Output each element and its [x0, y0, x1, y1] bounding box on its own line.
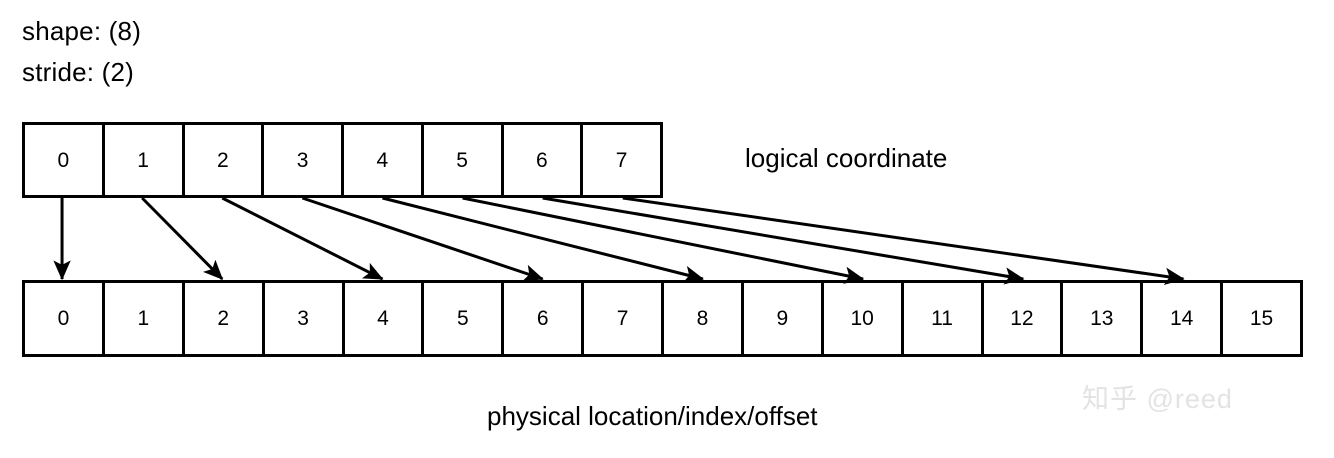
mapping-arrow-6-to-12 — [542, 196, 1025, 285]
physical-cell-10: 10 — [823, 283, 904, 354]
mapping-arrow-1-to-2 — [141, 196, 224, 281]
logical-cell-7: 7 — [583, 125, 660, 195]
stride-annotation: stride: (2) — [22, 57, 135, 87]
logical-cell-2: 2 — [184, 125, 265, 195]
watermark: 知乎 @reed — [1082, 384, 1233, 414]
physical-cell-9: 9 — [743, 283, 824, 354]
physical-cell-8: 8 — [664, 283, 744, 354]
physical-cell-11: 11 — [903, 283, 984, 354]
mapping-arrow-3-to-6 — [301, 196, 544, 282]
mapping-arrow-5-to-10 — [462, 196, 865, 284]
logical-cell-6: 6 — [503, 125, 584, 195]
physical-cell-7: 7 — [584, 283, 664, 354]
physical-cell-14: 14 — [1143, 283, 1224, 354]
mapping-arrow-7-to-14 — [622, 196, 1185, 285]
mapping-arrow-2-to-4 — [221, 196, 384, 281]
physical-cell-6: 6 — [504, 283, 585, 354]
physical-cell-5: 5 — [424, 283, 505, 354]
logical-coordinate-label: logical coordinate — [745, 143, 948, 173]
physical-cell-12: 12 — [983, 283, 1064, 354]
logical-cell-4: 4 — [344, 125, 424, 195]
logical-cell-0: 0 — [25, 125, 105, 195]
logical-cell-1: 1 — [104, 125, 185, 195]
physical-cell-13: 13 — [1063, 283, 1144, 354]
physical-cell-2: 2 — [184, 283, 265, 354]
physical-cell-1: 1 — [104, 283, 185, 354]
mapping-arrow-4-to-8 — [382, 196, 705, 283]
physical-cell-15: 15 — [1223, 283, 1300, 354]
physical-location-label: physical location/index/offset — [487, 401, 818, 431]
logical-cell-3: 3 — [264, 125, 344, 195]
shape-annotation: shape: (8) — [22, 16, 142, 46]
physical-cell-3: 3 — [264, 283, 345, 354]
physical-cell-0: 0 — [25, 283, 105, 354]
physical-cell-4: 4 — [344, 283, 425, 354]
logical-cell-5: 5 — [423, 125, 504, 195]
